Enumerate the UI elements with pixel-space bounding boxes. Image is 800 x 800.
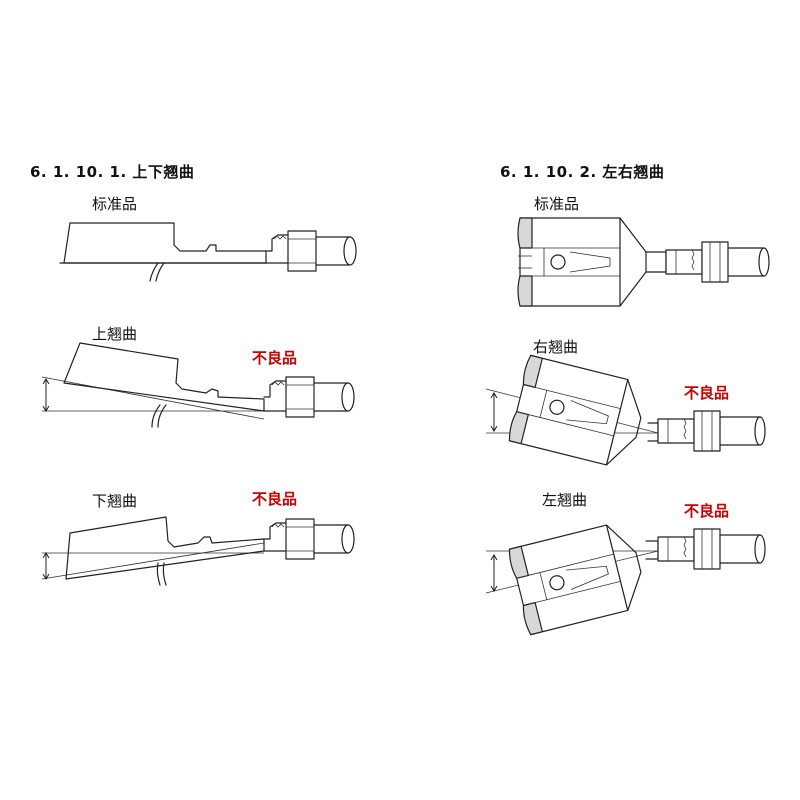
terminal-top-left-warp <box>478 505 778 635</box>
terminal-top-standard <box>510 212 780 312</box>
up-warp-defect-label: 不良品 <box>252 349 298 367</box>
left-warp-label: 左翘曲 <box>542 491 588 509</box>
terminal-side-standard <box>30 215 360 285</box>
left-warp-defect-label: 不良品 <box>684 502 730 520</box>
terminal-side-down-warp <box>28 505 368 605</box>
left-standard-label: 标准品 <box>92 195 138 213</box>
up-warp-label: 上翘曲 <box>92 325 138 343</box>
left-section-heading: 6. 1. 10. 1. 上下翘曲 <box>30 163 195 181</box>
terminal-top-right-warp <box>478 345 778 465</box>
right-section-heading: 6. 1. 10. 2. 左右翘曲 <box>500 163 665 181</box>
down-warp-label: 下翘曲 <box>92 492 138 510</box>
right-standard-label: 标准品 <box>534 195 580 213</box>
right-warp-defect-label: 不良品 <box>684 384 730 402</box>
terminal-side-up-warp <box>28 335 368 435</box>
down-warp-defect-label: 不良品 <box>252 490 298 508</box>
right-warp-label: 右翘曲 <box>533 338 579 356</box>
